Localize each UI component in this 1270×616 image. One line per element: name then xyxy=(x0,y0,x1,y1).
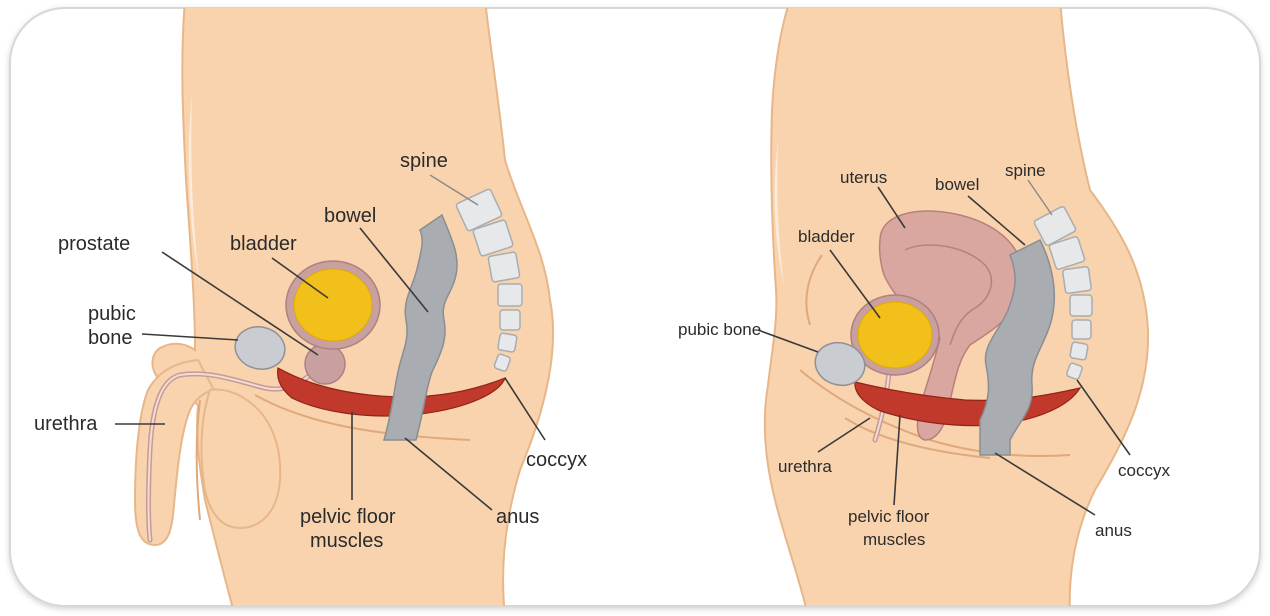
female-label-coccyx: coccyx xyxy=(1118,461,1170,480)
male-bladder-urine xyxy=(293,268,373,342)
male-spine xyxy=(455,188,523,372)
female-leader-urethra xyxy=(817,417,871,453)
male-urethra-lumen xyxy=(147,367,319,541)
female-fold-3 xyxy=(805,254,823,326)
female-leader-bowel xyxy=(967,195,1026,246)
male-label-bladder: bladder xyxy=(230,233,297,255)
female-label-pelvic-floor-2: muscles xyxy=(863,530,925,549)
male-highlight xyxy=(188,95,200,285)
female-label-bowel: bowel xyxy=(935,175,979,194)
female-highlight xyxy=(774,140,784,285)
male-figure: spine bowel prostate bladder pubic bone … xyxy=(34,8,587,606)
female-bladder-urine xyxy=(857,301,933,369)
male-label-pelvic-floor-1: pelvic floor xyxy=(300,506,396,528)
male-pelvic-floor-muscles xyxy=(277,367,507,417)
male-leader-anus xyxy=(404,437,493,511)
male-label-pubic-2: bone xyxy=(88,327,133,349)
male-scrotum xyxy=(200,388,282,530)
male-label-prostate: prostate xyxy=(58,233,130,255)
male-label-anus: anus xyxy=(496,506,539,528)
female-pubic-bone xyxy=(814,341,866,387)
male-label-pubic-1: pubic xyxy=(88,303,136,325)
female-label-anus: anus xyxy=(1095,521,1132,540)
female-leader-bladder xyxy=(829,249,881,319)
male-label-bowel: bowel xyxy=(324,205,376,227)
male-leader-bowel xyxy=(359,227,429,313)
male-label-spine: spine xyxy=(400,150,448,172)
female-figure: uterus bowel spine bladder pubic bone ur… xyxy=(678,8,1170,606)
male-leader-coccyx xyxy=(504,377,546,441)
male-pubic-bone xyxy=(234,326,286,370)
female-label-spine: spine xyxy=(1005,161,1046,180)
male-leader-spine xyxy=(429,174,479,206)
female-label-uterus: uterus xyxy=(840,168,887,187)
male-leader-pubic-bone xyxy=(141,333,239,341)
male-fold-2 xyxy=(195,399,201,521)
female-label-pelvic-floor-1: pelvic floor xyxy=(848,507,930,526)
female-leader-anus xyxy=(994,452,1096,516)
male-bowel xyxy=(383,213,458,441)
female-label-urethra: urethra xyxy=(778,457,832,476)
male-label-urethra: urethra xyxy=(34,413,98,435)
female-label-bladder: bladder xyxy=(798,227,855,246)
female-bowel xyxy=(979,238,1056,456)
female-leader-pelvic-floor xyxy=(893,414,901,506)
female-leader-pubic-bone xyxy=(757,329,819,353)
male-fold-1 xyxy=(254,394,471,441)
male-leader-bladder xyxy=(271,257,329,299)
female-label-pubic-bone: pubic bone xyxy=(678,320,761,339)
female-uterus-cavity xyxy=(904,244,993,346)
female-leader-spine xyxy=(1027,179,1053,216)
male-leader-prostate xyxy=(161,251,319,356)
female-spine xyxy=(1033,205,1093,380)
male-label-pelvic-floor-2: muscles xyxy=(310,530,383,552)
male-label-coccyx: coccyx xyxy=(526,449,587,471)
female-leader-uterus xyxy=(877,186,906,229)
female-leader-coccyx xyxy=(1076,379,1131,456)
